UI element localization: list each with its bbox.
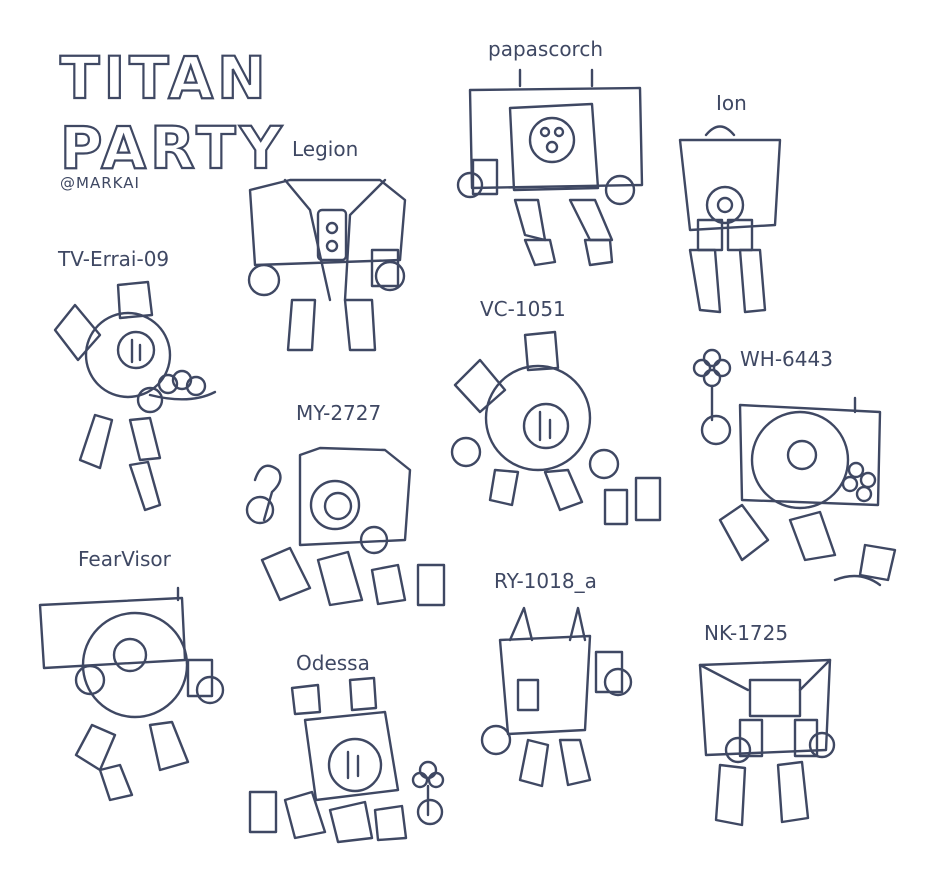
titan-drawing-my-2727 [245,446,446,607]
titan-name-nk-1725: NK-1725 [704,621,788,645]
title-line-2: PARTY [60,114,286,182]
titan-name-odessa: Odessa [296,651,370,675]
titan-vc-1051: VC-1051 [450,297,662,526]
titan-legion: Legion [247,137,407,352]
titan-drawing-papascorch [456,68,644,267]
titan-drawing-wh-6443 [692,348,897,587]
titan-ry-1018-a: RY-1018_a [480,569,633,788]
titan-drawing-ry-1018-a [480,606,633,788]
titan-drawing-tv-errai-09 [53,280,217,512]
titan-drawing-nk-1725 [698,658,836,827]
titan-drawing-ion [678,125,782,314]
titan-name-ry-1018-a: RY-1018_a [494,569,597,593]
titan-name-wh-6443: WH-6443 [740,347,833,371]
titan-drawing-fearvisor [38,586,225,802]
title-line-1: TITAN [60,44,270,112]
titan-my-2727: MY-2727 [245,401,446,607]
titan-name-tv-errai-09: TV-Errai-09 [57,247,169,271]
titan-name-my-2727: MY-2727 [296,401,381,425]
titan-name-ion: Ion [716,91,747,115]
titan-drawing-vc-1051 [450,330,662,526]
titan-odessa: Odessa [248,651,445,844]
titan-wh-6443: WH-6443 [692,347,897,587]
titan-drawing-legion [247,178,407,352]
titan-name-fearvisor: FearVisor [78,547,172,571]
titan-name-vc-1051: VC-1051 [480,297,566,321]
titan-fearvisor: FearVisor [38,547,225,802]
titan-name-legion: Legion [292,137,358,161]
titan-nk-1725: NK-1725 [698,621,836,827]
titan-drawing-odessa [248,676,445,844]
artist-credit: @MARKAI [60,174,140,192]
titan-name-papascorch: papascorch [488,37,603,61]
titan-papascorch: papascorch [456,37,644,267]
titan-ion: Ion [678,91,782,314]
title-block: TITAN PARTY @MARKAI [59,43,286,192]
titan-tv-errai-09: TV-Errai-09 [53,247,217,512]
